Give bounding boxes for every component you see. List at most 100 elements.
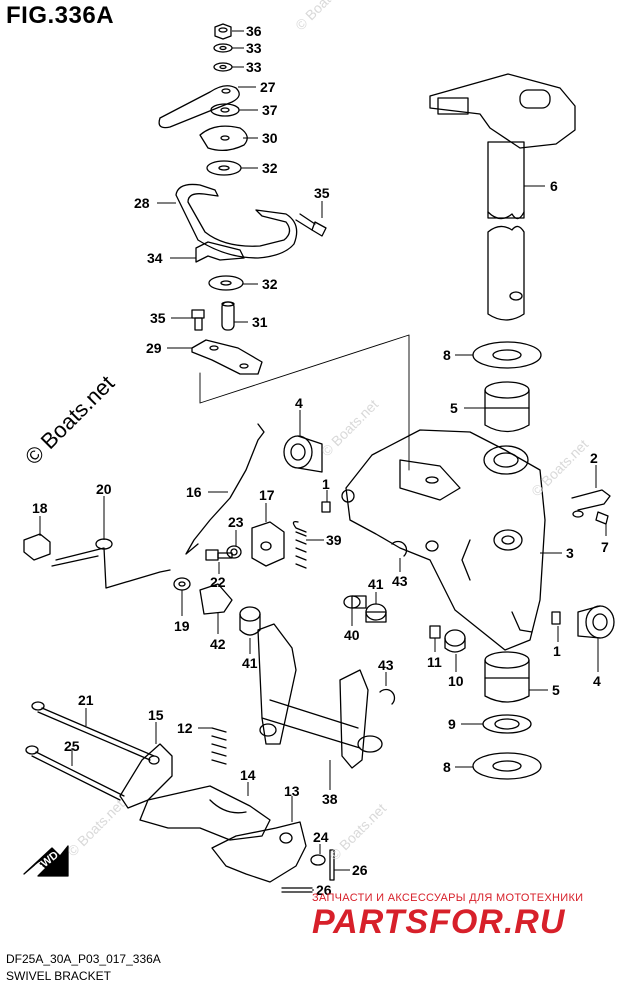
pin-31 — [221, 301, 235, 331]
nut-36 — [214, 23, 232, 40]
washer-37 — [210, 103, 240, 117]
callout-label: 22 — [210, 574, 226, 590]
callout-label: 34 — [147, 250, 163, 266]
figure-title: FIG.336A — [6, 2, 115, 29]
callout-label: 41 — [242, 655, 258, 671]
clip-43b — [379, 688, 396, 705]
callout-label: 12 — [177, 720, 193, 736]
callout-label: 10 — [448, 673, 464, 689]
callout-label: 15 — [148, 707, 164, 723]
callout-label: 31 — [252, 314, 268, 330]
washer-9 — [482, 714, 532, 734]
callout-label: 27 — [260, 79, 276, 95]
spring-39 — [292, 520, 307, 569]
collar-19 — [173, 577, 191, 591]
bolt-7 — [595, 511, 609, 525]
callout-label: 32 — [262, 160, 278, 176]
callout-label: 26 — [352, 862, 368, 878]
callout-label: 13 — [284, 783, 300, 799]
callout-label: 40 — [344, 627, 360, 643]
lever-27 — [158, 85, 240, 129]
bushing-4b — [577, 605, 615, 639]
leader-lines — [39, 30, 607, 891]
washer-8b — [472, 752, 542, 780]
callout-label: 18 — [32, 500, 48, 516]
swivel-housing-3 — [341, 429, 546, 651]
callout-label: 21 — [78, 692, 94, 708]
bolt-11 — [429, 625, 441, 639]
callout-label: 30 — [262, 130, 278, 146]
plate-30 — [199, 125, 248, 152]
clamp-bracket-14 — [139, 785, 271, 841]
callout-label: 2 — [590, 450, 598, 466]
callout-label: 29 — [146, 340, 162, 356]
callout-label: 43 — [378, 657, 394, 673]
callout-label: 5 — [552, 682, 560, 698]
bushing-41a — [239, 606, 261, 636]
callout-label: 43 — [392, 573, 408, 589]
callout-label: 24 — [313, 829, 329, 845]
callout-label: 38 — [322, 791, 338, 807]
steering-shaft-6 — [429, 73, 576, 321]
washer-24 — [310, 854, 326, 866]
bushing-5b — [484, 651, 530, 703]
bracket-34 — [195, 241, 245, 263]
bolt-35a — [295, 213, 327, 237]
callout-label: 33 — [246, 59, 262, 75]
fitting-1b — [551, 611, 561, 625]
fitting-1a — [321, 501, 331, 513]
bushing-4a — [283, 435, 323, 473]
callout-label: 42 — [210, 636, 226, 652]
callout-label: 4 — [593, 673, 601, 689]
washer-33a — [213, 43, 233, 53]
callout-label: 32 — [262, 276, 278, 292]
callout-label: 36 — [246, 23, 262, 39]
callout-label: 23 — [228, 514, 244, 530]
bolt-25 — [25, 745, 125, 801]
callout-label: 33 — [246, 40, 262, 56]
plate-29 — [191, 339, 263, 375]
callout-label: 37 — [262, 102, 278, 118]
callouts: 36 33 33 27 37 30 32 28 35 34 32 35 31 2… — [32, 23, 609, 898]
callout-label: 41 — [368, 576, 384, 592]
washer-32b — [208, 275, 244, 291]
callout-label: 35 — [314, 185, 330, 201]
callout-label: 16 — [186, 484, 202, 500]
bolt-22 — [205, 549, 233, 561]
bolt-21 — [31, 701, 155, 761]
reference-outline — [199, 334, 410, 471]
callout-label: 39 — [326, 532, 342, 548]
spring-wire-16 — [185, 423, 265, 555]
callout-label: 14 — [240, 767, 256, 783]
callout-label: 9 — [448, 716, 456, 732]
washer-32a — [206, 160, 242, 176]
tilt-frame-38 — [257, 623, 383, 769]
spring-12 — [211, 727, 227, 765]
cap-10 — [444, 629, 466, 653]
washer-33b — [213, 62, 233, 72]
forward-arrow-icon — [23, 845, 69, 877]
nut-23 — [226, 545, 242, 559]
washer-8a — [472, 341, 542, 369]
callout-label: 25 — [64, 738, 80, 754]
bolt-35b — [191, 309, 205, 331]
pin-26b — [281, 887, 313, 893]
advert-brand-logo: PARTSFOR.RU — [312, 903, 566, 941]
callout-label: 7 — [601, 539, 609, 555]
clamp-bracket-13 — [211, 821, 307, 883]
callout-label: 6 — [550, 178, 558, 194]
pin-26a — [329, 849, 335, 881]
callout-label: 1 — [322, 476, 330, 492]
bracket-17 — [251, 521, 285, 567]
callout-label: 1 — [553, 643, 561, 659]
callout-label: 5 — [450, 400, 458, 416]
callout-label: 8 — [443, 347, 451, 363]
callout-label: 8 — [443, 759, 451, 775]
callout-label: 28 — [134, 195, 150, 211]
advert-tagline: ЗАПЧАСТИ И АКСЕССУАРЫ ДЛЯ МОТОТЕХНИКИ — [312, 892, 584, 904]
bushing-41b — [365, 603, 387, 623]
bushing-5a — [484, 381, 530, 433]
callout-label: 17 — [259, 487, 275, 503]
